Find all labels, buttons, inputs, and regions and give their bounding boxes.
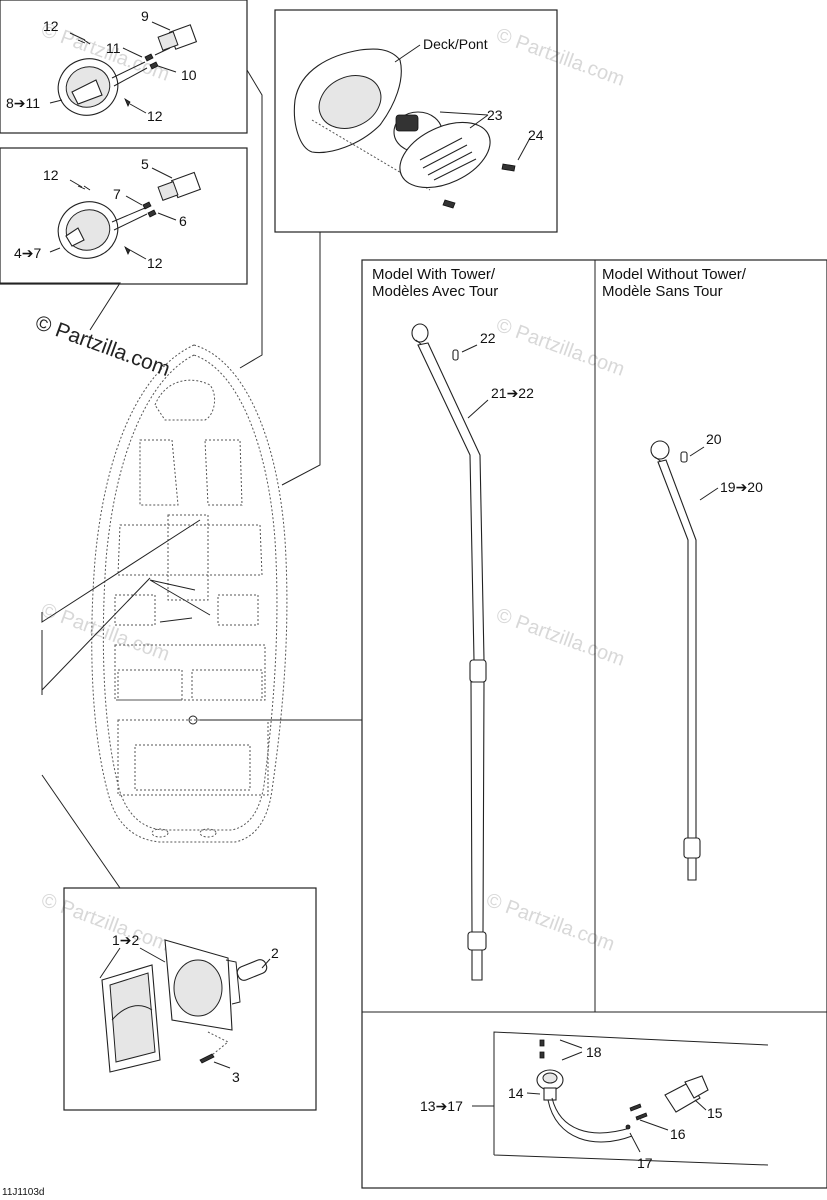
callout-9: 9	[141, 8, 149, 24]
leader	[689, 446, 705, 457]
leader	[99, 947, 166, 979]
callout-14: 14	[508, 1085, 524, 1101]
gauge-b-leaders	[49, 167, 177, 260]
callout-12: 12	[147, 255, 163, 271]
leader	[467, 399, 489, 419]
drawing-code: 11J1103d	[2, 1187, 44, 1198]
horn-drawing	[293, 48, 516, 209]
watermark: © Partzilla.com	[38, 889, 172, 956]
boat-outline	[91, 344, 288, 843]
callout-19-20: 19➔20	[720, 479, 763, 495]
callout-22: 22	[480, 330, 496, 346]
faint-watermarks: © Partzilla.com © Partzilla.com © Partzi…	[38, 19, 627, 956]
callout-12: 12	[43, 167, 59, 183]
callout-20: 20	[706, 431, 722, 447]
vent-drawing	[101, 939, 268, 1073]
callout-21-22: 21➔22	[491, 385, 534, 401]
callout-4-7: 4➔7	[14, 245, 42, 261]
callout-13-17: 13➔17	[420, 1098, 463, 1114]
leader	[526, 1092, 541, 1095]
callout-1-2: 1➔2	[112, 932, 140, 948]
panel-subtitle-no-tower: Modèle Sans Tour	[602, 283, 723, 300]
callout-23: 23	[487, 107, 503, 123]
leader	[694, 1099, 707, 1111]
gauge-panel-b	[0, 147, 248, 285]
leader	[461, 344, 478, 353]
panel-title-no-tower: Model Without Tower/	[602, 266, 747, 283]
callout-16: 16	[670, 1126, 686, 1142]
leader	[517, 137, 531, 161]
callout-18: 18	[586, 1044, 602, 1060]
leader	[261, 958, 271, 969]
leader	[213, 1061, 231, 1069]
callout-12: 12	[147, 108, 163, 124]
leader	[639, 1119, 669, 1131]
leader	[439, 111, 489, 129]
watermark: © Partzilla.com	[493, 24, 627, 91]
leader	[699, 487, 719, 501]
boat-projection-lines	[41, 519, 362, 889]
leader	[0, 282, 121, 331]
gauge-b-drawing	[57, 171, 202, 259]
callout-15: 15	[707, 1105, 723, 1121]
watermark: © Partzilla.com	[493, 604, 627, 671]
callout-5: 5	[141, 156, 149, 172]
callout-3: 3	[232, 1069, 240, 1085]
gauge-panel-a	[0, 0, 248, 134]
callout-deck-pont: Deck/Pont	[423, 36, 488, 52]
panel-subtitle-tower: Modèles Avec Tour	[372, 283, 498, 300]
callout-8-11: 8➔11	[6, 95, 40, 111]
horn-panel	[274, 9, 558, 233]
light-socket-drawing	[536, 1039, 709, 1143]
watermark: © Partzilla.com	[493, 314, 627, 381]
watermark: © Partzilla.com	[38, 599, 172, 666]
socket-subpanel-bracket	[493, 1031, 769, 1166]
no-tower-light-pole	[650, 440, 701, 881]
callout-11: 11	[106, 40, 121, 56]
callout-17: 17	[637, 1155, 653, 1171]
watermark-main: © Partzilla.com	[32, 311, 173, 381]
vent-panel	[63, 887, 317, 1111]
callout-7: 7	[113, 186, 121, 202]
callout-12: 12	[43, 18, 59, 34]
leader	[239, 69, 263, 369]
watermark: © Partzilla.com	[483, 889, 617, 956]
callout-10: 10	[181, 67, 197, 83]
gauge-a-drawing	[57, 24, 198, 116]
callout-24: 24	[528, 127, 544, 143]
horn-grille	[419, 137, 477, 181]
callout-6: 6	[179, 213, 187, 229]
gauge-a-leaders	[49, 21, 177, 114]
leader	[394, 44, 421, 63]
callout-2: 2	[271, 945, 279, 961]
tower-light-pole	[411, 323, 487, 981]
panel-title-tower: Model With Tower/	[372, 266, 496, 283]
leader	[281, 232, 321, 486]
leader	[559, 1039, 583, 1061]
leader	[629, 1132, 641, 1153]
